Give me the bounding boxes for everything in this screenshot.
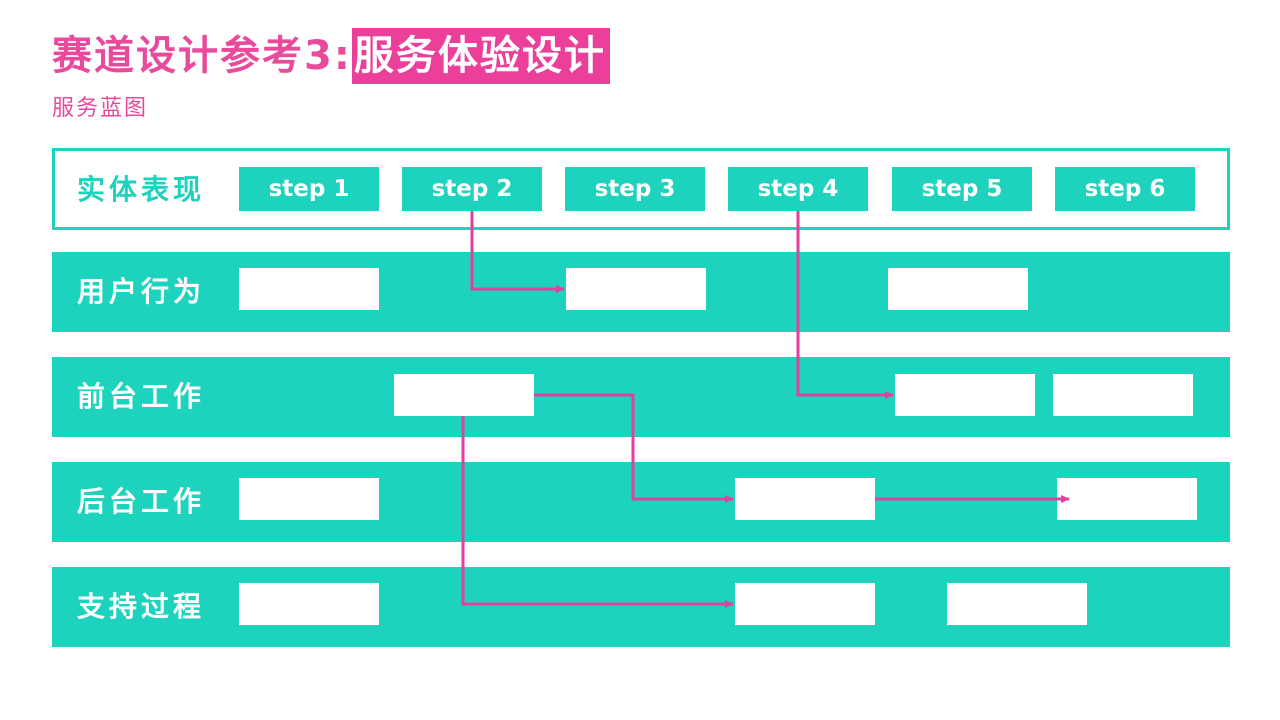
step-2-box: step 2 bbox=[402, 167, 542, 211]
lane-label-backstage: 后台工作 bbox=[77, 485, 206, 518]
lane-label-support-process: 支持过程 bbox=[77, 590, 206, 623]
title-highlight: 服务体验设计 bbox=[351, 28, 610, 84]
backstage-card-3 bbox=[1057, 478, 1197, 520]
step-4-box: step 4 bbox=[728, 167, 868, 211]
frontstage-card-3 bbox=[1053, 374, 1193, 416]
frontstage-card-1 bbox=[394, 374, 534, 416]
backstage-card-2 bbox=[735, 478, 875, 520]
step-3-box: step 3 bbox=[565, 167, 705, 211]
step-5-box: step 5 bbox=[892, 167, 1032, 211]
lane-label-user-actions: 用户行为 bbox=[77, 275, 206, 308]
user-action-card-3 bbox=[888, 268, 1028, 310]
support-card-2 bbox=[735, 583, 875, 625]
backstage-card-1 bbox=[239, 478, 379, 520]
support-card-3 bbox=[947, 583, 1087, 625]
lane-backstage: 后台工作 bbox=[52, 462, 1230, 542]
page-subtitle: 服务蓝图 bbox=[52, 96, 149, 121]
title-prefix: 赛道设计参考3: bbox=[52, 33, 352, 79]
frontstage-card-2 bbox=[895, 374, 1035, 416]
support-card-1 bbox=[239, 583, 379, 625]
step-6-box: step 6 bbox=[1055, 167, 1195, 211]
lane-label-frontstage: 前台工作 bbox=[77, 380, 206, 413]
step-1-box: step 1 bbox=[239, 167, 379, 211]
user-action-card-2 bbox=[566, 268, 706, 310]
page-title: 赛道设计参考3: 服务体验设计 bbox=[52, 28, 610, 84]
user-action-card-1 bbox=[239, 268, 379, 310]
lane-label-physical-evidence: 实体表现 bbox=[77, 173, 206, 206]
